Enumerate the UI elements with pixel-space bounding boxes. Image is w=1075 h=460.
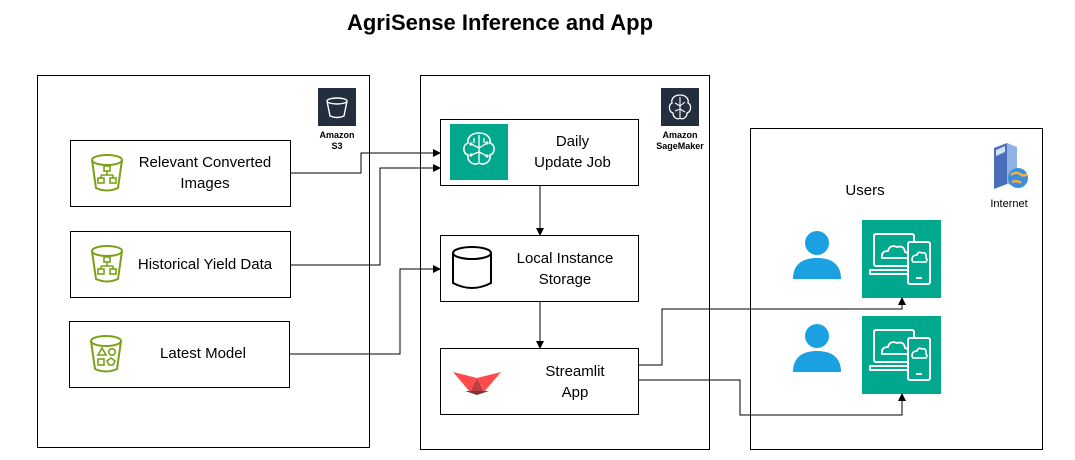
sagemaker-service-label-line1: Amazon — [662, 130, 698, 140]
streamlit-logo-icon — [452, 368, 502, 396]
s3-service-label-line2: S3 — [331, 141, 343, 151]
user-icon — [791, 229, 843, 281]
s3-service-label-line1: Amazon — [319, 130, 355, 140]
sagemaker-service-label: Amazon SageMaker — [648, 130, 712, 152]
internet-label: Internet — [990, 198, 1028, 210]
client-device-icon — [862, 316, 941, 394]
sagemaker-service-label-line2: SageMaker — [656, 141, 704, 151]
storage-cylinder-icon — [450, 245, 494, 291]
s3-item-label: Latest Model — [160, 345, 246, 362]
users-label: Users — [845, 182, 885, 199]
internet-server-icon — [989, 140, 1031, 192]
streamlit-app-label-line2: App — [561, 384, 589, 401]
s3-item-label-line2: Images — [180, 175, 230, 192]
daily-update-job-label: Daily Update Job — [515, 131, 630, 173]
amazon-sagemaker-icon — [661, 88, 699, 126]
user-icon — [791, 322, 843, 374]
streamlit-app-label-line1: Streamlit — [545, 363, 605, 380]
sagemaker-brain-icon — [450, 124, 508, 180]
s3-item-label: Relevant Converted Images — [130, 152, 280, 194]
daily-update-job-label-line2: Update Job — [534, 154, 611, 171]
local-instance-storage-label-line1: Local Instance — [516, 250, 614, 267]
s3-item-historical-yield-data[interactable] — [70, 231, 291, 298]
streamlit-app-label: Streamlit App — [530, 361, 620, 403]
s3-item-label: Historical Yield Data — [137, 256, 273, 273]
page-title: AgriSense Inference and App — [346, 10, 654, 35]
s3-item-label-line1: Relevant Converted — [138, 154, 272, 171]
local-instance-storage-label-line2: Storage — [538, 271, 592, 288]
s3-bucket-icon — [84, 241, 130, 287]
amazon-s3-icon — [318, 88, 356, 126]
s3-bucket-icon — [84, 150, 130, 196]
client-device-icon — [862, 220, 941, 298]
daily-update-job-label-line1: Daily — [555, 133, 590, 150]
s3-bucket-icon — [83, 331, 129, 377]
s3-service-label: Amazon S3 — [310, 130, 364, 152]
local-instance-storage-label: Local Instance Storage — [500, 248, 630, 290]
